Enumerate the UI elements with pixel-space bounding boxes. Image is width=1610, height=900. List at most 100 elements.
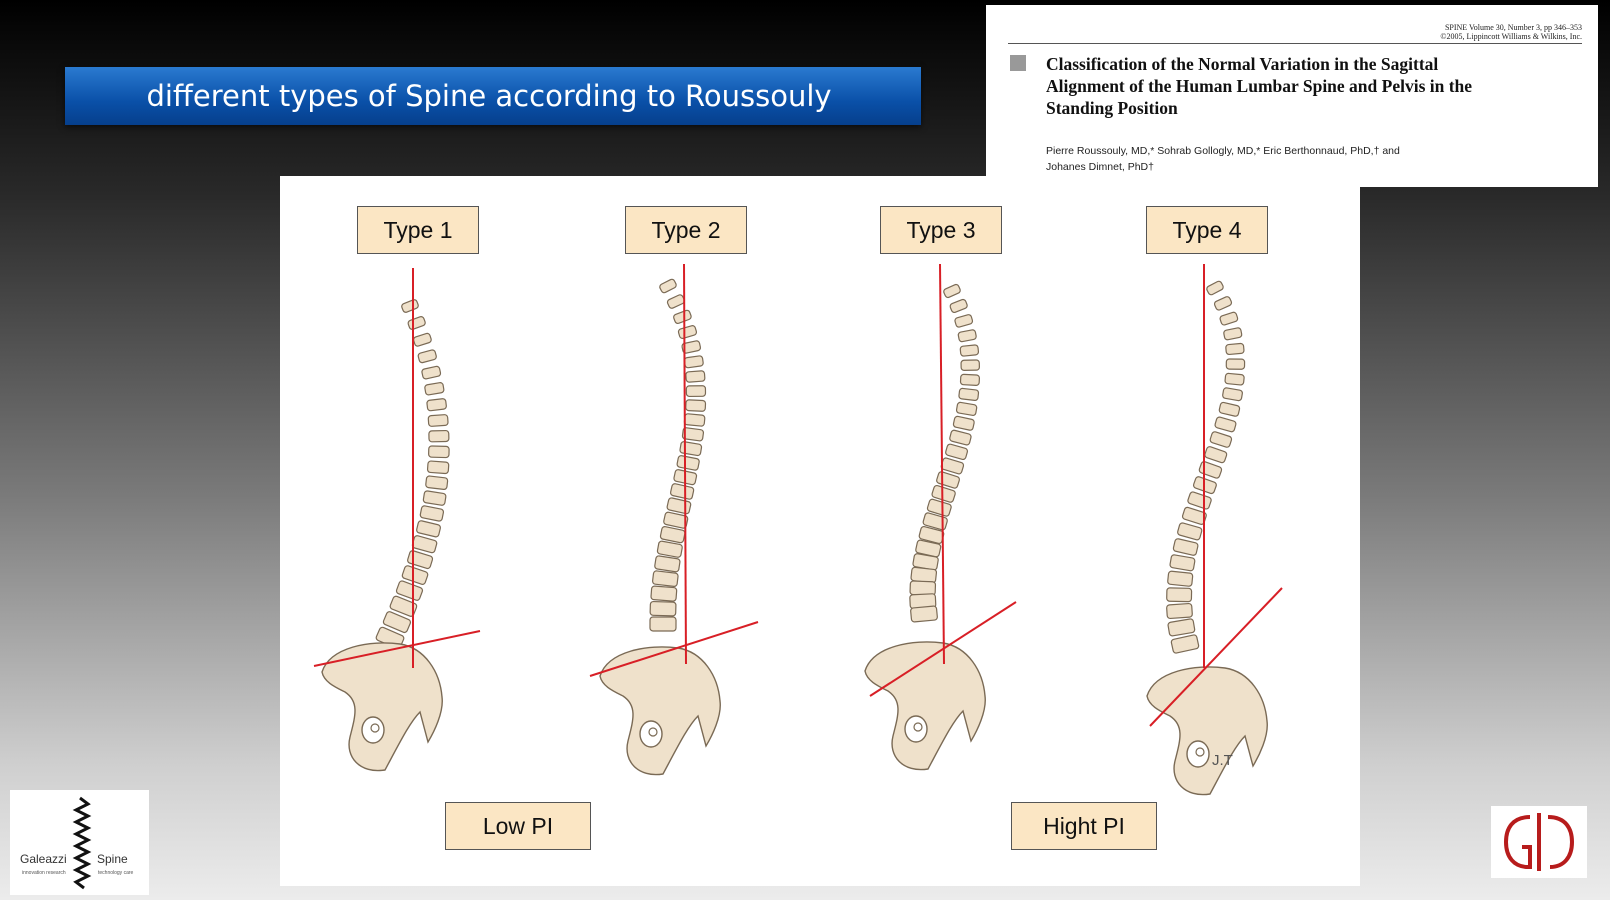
vertebra — [401, 299, 419, 313]
pelvis-foramen — [1186, 740, 1210, 768]
vertebra — [960, 359, 980, 372]
plumb-line — [683, 263, 687, 665]
vertebra — [949, 298, 968, 314]
vertebra — [656, 540, 683, 558]
vertebra — [952, 415, 975, 431]
vertebra — [1169, 554, 1196, 572]
vertebra — [382, 611, 412, 634]
vertebra — [677, 325, 698, 339]
vertebra — [1224, 372, 1245, 386]
logo-subtitle: technology care — [98, 870, 134, 876]
vertebra — [943, 283, 961, 299]
pelvis-bone — [1146, 666, 1268, 796]
vertebra — [1198, 461, 1223, 479]
vertebra — [1166, 587, 1193, 603]
vertebra — [1187, 491, 1212, 510]
vertebra — [1225, 358, 1246, 370]
vertebra — [395, 580, 424, 601]
vertebra — [683, 413, 706, 427]
vertebra — [910, 605, 938, 623]
authors-line: Johanes Dimnet, PhD† — [1046, 161, 1154, 173]
vertebra — [1177, 522, 1203, 541]
gsd-logo — [1491, 806, 1587, 878]
journal-line: SPINE Volume 30, Number 3, pp 346–353 — [1444, 23, 1582, 32]
type-3-label: Type 3 — [880, 206, 1002, 254]
vertebra — [1167, 570, 1194, 587]
hip-socket — [370, 723, 380, 733]
vertebra — [659, 526, 686, 544]
vertebra — [650, 585, 678, 602]
type-1-label: Type 1 — [357, 206, 479, 254]
vertebra — [1222, 387, 1243, 402]
vertebra — [673, 309, 692, 325]
galeazzi-spine-logo: Galeazzi Spine innovation research techn… — [10, 790, 149, 895]
vertebra — [1209, 431, 1233, 448]
sacral-slope-line — [313, 630, 481, 667]
vertebra — [685, 370, 706, 383]
vertebra — [954, 314, 974, 328]
vertebra — [1204, 446, 1228, 464]
vertebra — [424, 382, 445, 396]
vertebra — [1223, 327, 1243, 341]
vertebra — [659, 278, 677, 294]
vertebra — [651, 570, 679, 588]
sacral-slope-line — [869, 601, 1017, 697]
sacral-slope-line — [1149, 587, 1283, 727]
vertebra — [959, 344, 980, 357]
pelvis-foramen — [361, 716, 385, 744]
paper-title: Classification of the Normal Variation i… — [1046, 54, 1473, 118]
vertebra — [416, 520, 441, 538]
paper-divider — [1008, 43, 1582, 44]
vertebra — [922, 512, 948, 531]
vertebra — [1206, 280, 1224, 296]
gsd-monogram-icon — [1503, 813, 1575, 871]
paper-header: SPINE Volume 30, Number 3, pp 346–353 ©2… — [986, 5, 1598, 187]
type-2-label: Type 2 — [625, 206, 747, 254]
vertebra — [422, 490, 447, 506]
type-4-label: Type 4 — [1146, 206, 1268, 254]
vertebra — [666, 294, 686, 309]
vertebra — [685, 385, 707, 398]
high-pi-label: Hight PI — [1011, 802, 1157, 850]
vertebra — [685, 399, 707, 412]
vertebra — [926, 498, 952, 517]
vertebra — [654, 555, 681, 573]
vertebra — [1172, 538, 1199, 556]
vertebra — [679, 441, 703, 457]
sacral-slope-line — [589, 621, 759, 677]
logo-word-galeazzi: Galeazzi — [20, 852, 67, 866]
vertebra — [407, 316, 426, 330]
vertebra — [426, 398, 447, 412]
vertebra — [1181, 506, 1207, 525]
vertebra — [1166, 602, 1193, 620]
vertebra — [1167, 618, 1196, 637]
hip-socket — [913, 722, 923, 732]
plumb-line — [939, 263, 945, 665]
pelvis-foramen — [639, 720, 663, 748]
slide-title: different types of Spine according to Ro… — [146, 79, 832, 113]
vertebra — [427, 414, 449, 427]
vertebra — [413, 332, 432, 347]
vertebra — [411, 535, 438, 554]
copyright-line: ©2005, Lippincott Williams & Wilkins, In… — [1440, 32, 1582, 41]
vertebra — [669, 483, 695, 500]
vertebra — [417, 349, 437, 364]
authors-line: Pierre Roussouly, MD,* Sohrab Gollogly, … — [1046, 145, 1400, 157]
vertebra — [1225, 342, 1245, 356]
vertebra — [649, 600, 677, 617]
slide-title-bar: different types of Spine according to Ro… — [65, 67, 921, 125]
hip-socket — [1195, 747, 1205, 757]
spine-illustration — [313, 263, 1283, 796]
vertebra — [683, 355, 704, 369]
logo-word-spine: Spine — [97, 852, 128, 866]
pelvis-bone — [321, 642, 443, 772]
vertebra — [1218, 401, 1241, 417]
paper-bullet-square — [1010, 55, 1026, 71]
vertebra — [681, 340, 702, 354]
paper-authors: Pierre Roussouly, MD,* Sohrab Gollogly, … — [1046, 143, 1446, 175]
vertebra — [945, 443, 969, 461]
vertebra — [1213, 296, 1233, 311]
vertebra — [663, 511, 689, 529]
vertebra — [426, 460, 450, 475]
spine-types-figure: Type 1 Type 2 Type 3 Type 4 Low PI Hight… — [280, 176, 1360, 886]
